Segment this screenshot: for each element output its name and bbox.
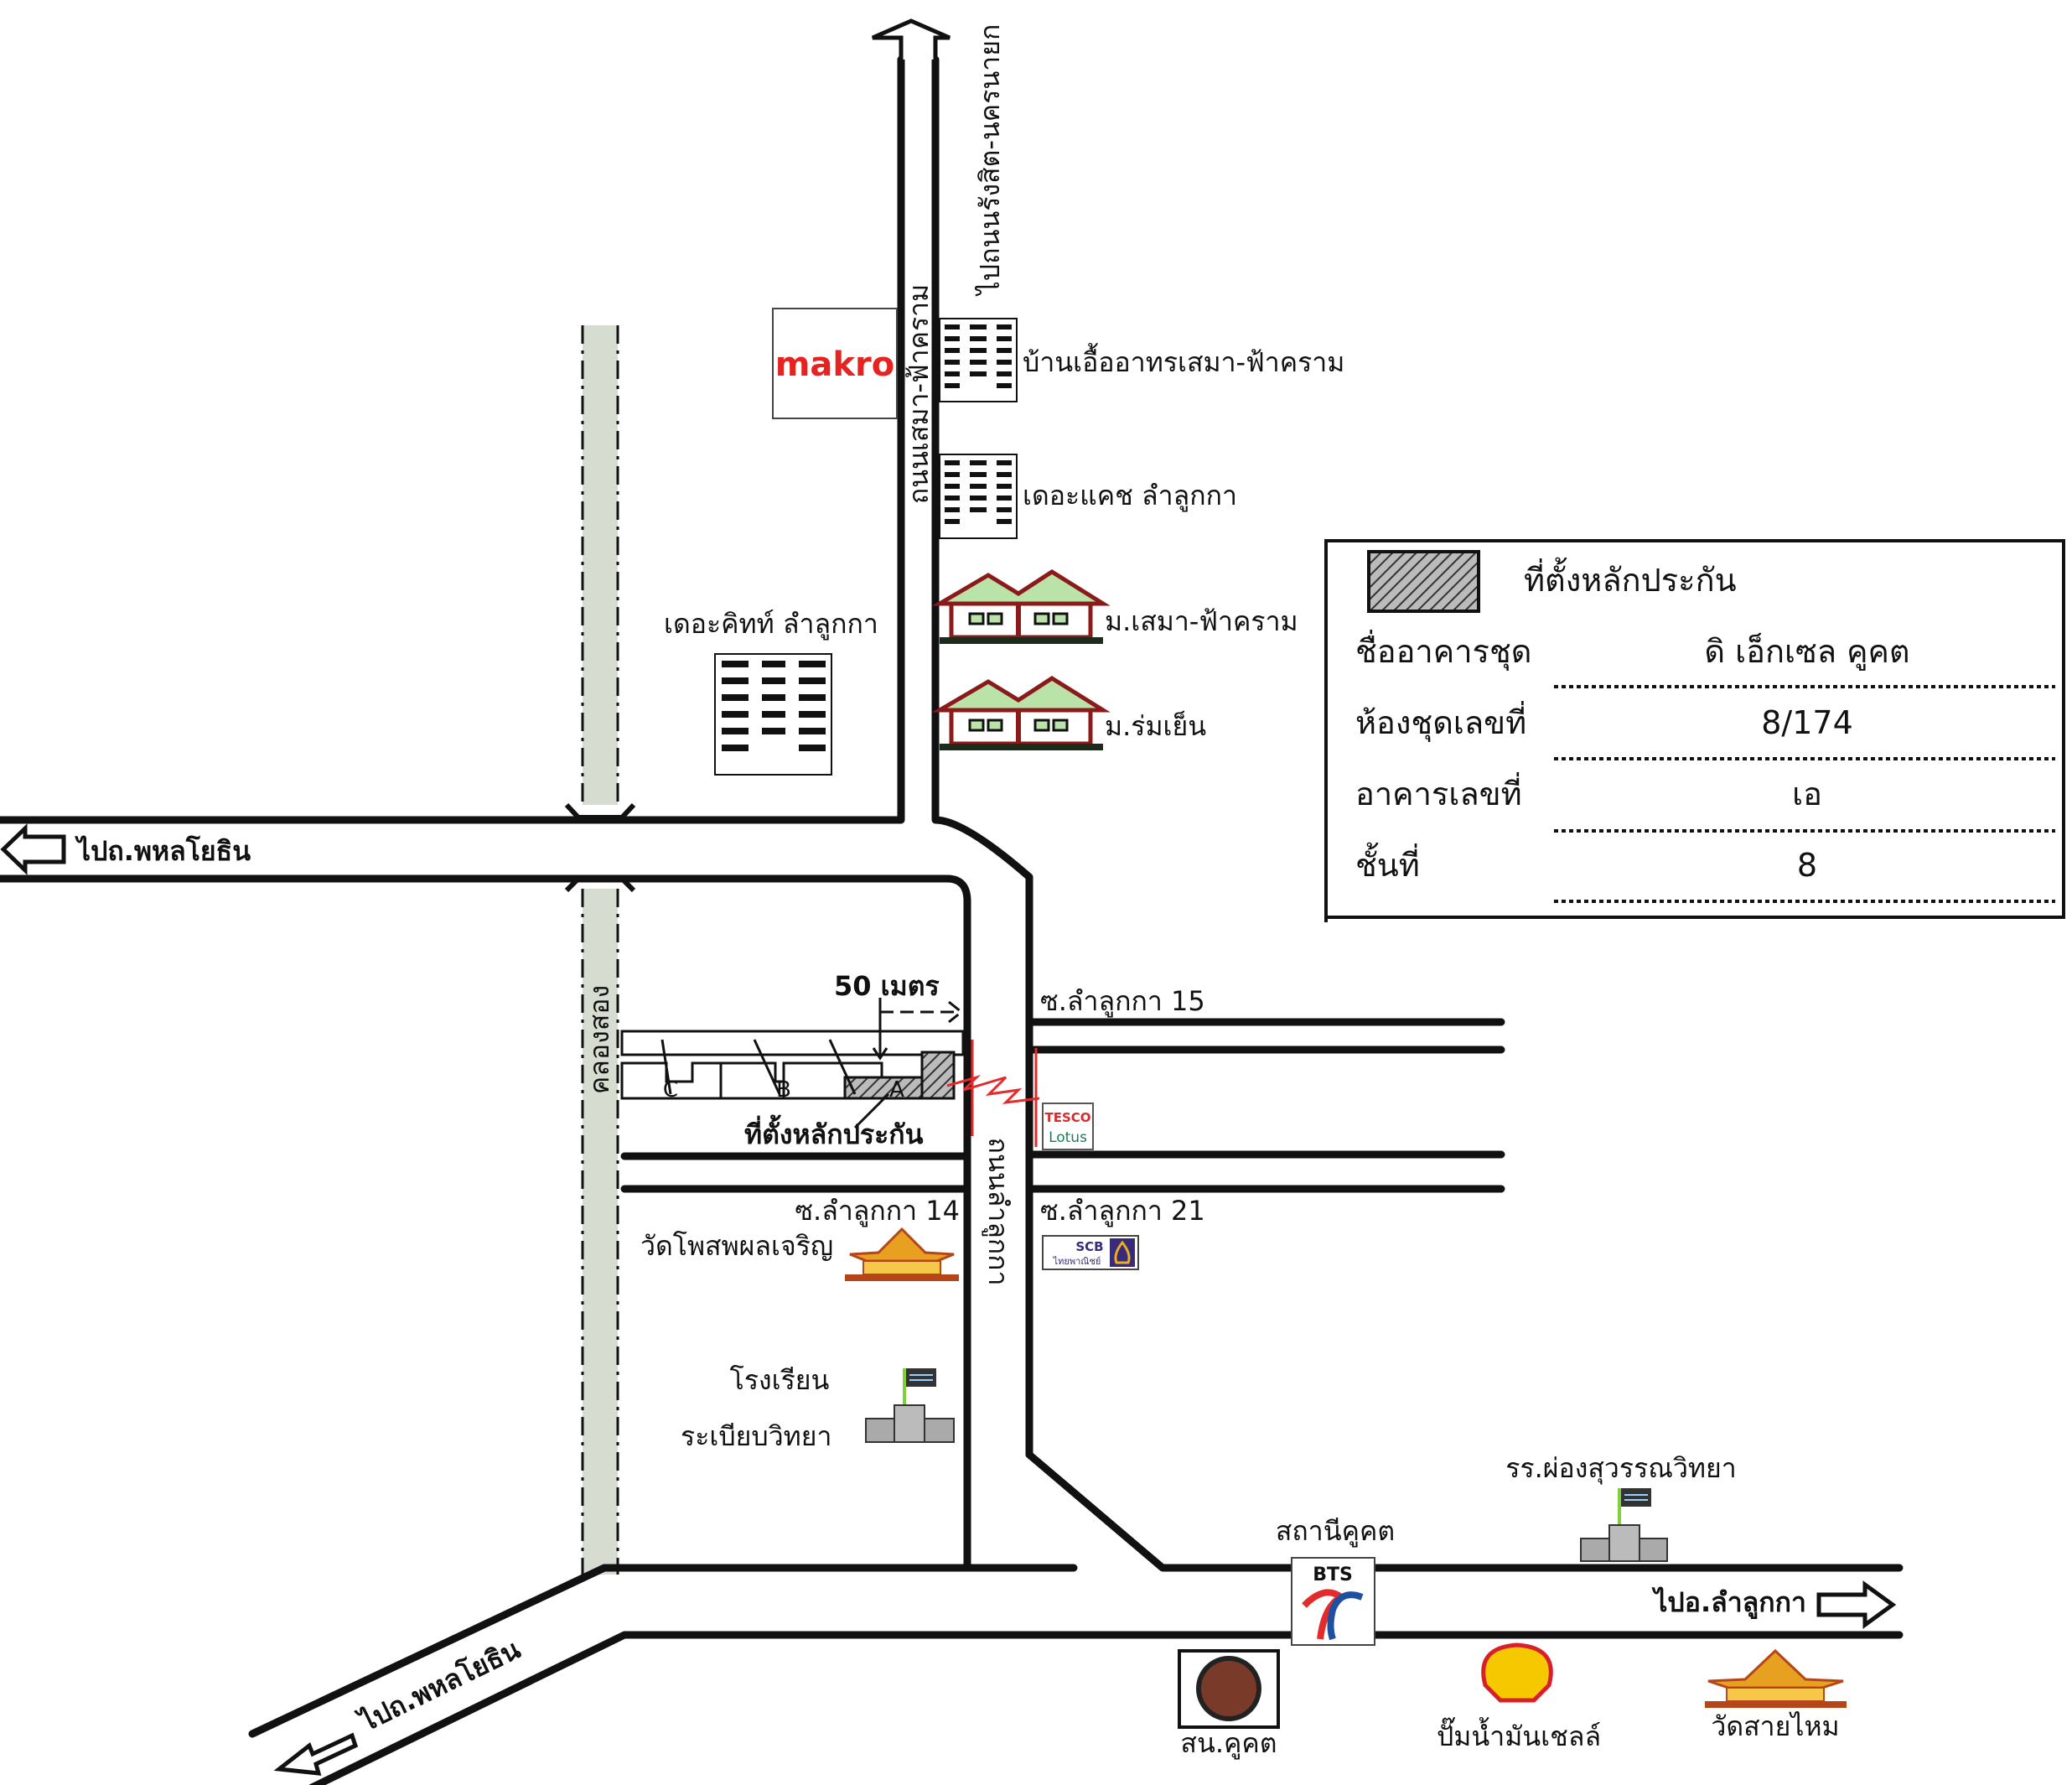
wat-saimai-label: วัดสายไหม bbox=[1711, 1710, 1839, 1742]
roads bbox=[0, 55, 1904, 1785]
the-kith-label: เดอะคิทท์ ลำลูกกา bbox=[664, 608, 878, 641]
legend-value-building-number: เอ bbox=[1792, 776, 1822, 812]
temple-icon bbox=[1705, 1648, 1847, 1708]
soi14-label: ซ.ลำลูกกา 14 bbox=[795, 1195, 960, 1227]
romyen-village-label: ม.ร่มเย็น bbox=[1105, 710, 1206, 742]
canal-label: คลองสอง bbox=[583, 985, 615, 1094]
legend-value-building-name: ดิ เอ็กเซล คูคต bbox=[1704, 632, 1909, 671]
school1-label-line2: ระเบียบวิทยา bbox=[681, 1420, 831, 1452]
police-label: สน.คูคต bbox=[1180, 1727, 1277, 1760]
condo-building-icon bbox=[714, 653, 832, 776]
the-cache-label: เดอะแคช ลำลูกกา bbox=[1023, 480, 1237, 512]
village-house-icon bbox=[931, 676, 1111, 750]
west-arrow-icon bbox=[0, 823, 66, 875]
makro-logo: makro bbox=[772, 308, 898, 419]
svg-text:ไทยพาณิชย์: ไทยพาณิชย์ bbox=[1053, 1256, 1101, 1267]
crossing-marker-icon bbox=[946, 1040, 1040, 1147]
distance-arrow-icon bbox=[880, 1000, 964, 1024]
school-icon bbox=[865, 1368, 955, 1443]
north-road-label: ถนนเสมา-ฟ้าคราม bbox=[903, 284, 935, 504]
village-house-icon bbox=[931, 569, 1111, 644]
baan-eua-arthorn-label: บ้านเอื้ออาทรเสมา-ฟ้าคราม bbox=[1023, 343, 1344, 378]
building-c-label: C bbox=[663, 1077, 678, 1103]
school1-label-line1: โรงเรียน bbox=[730, 1364, 830, 1396]
legend-label-unit-number: ห้องชุดเลขที่ bbox=[1355, 701, 1526, 742]
legend-box: ที่ตั้งหลักประกัน ชื่ออาคารชุด ดิ เอ็กเซ… bbox=[1324, 539, 2065, 922]
school2-label: รร.ผ่องสุวรรณวิทยา bbox=[1505, 1452, 1736, 1485]
east-arrow-icon bbox=[1816, 1580, 1897, 1629]
svg-text:TESCO: TESCO bbox=[1044, 1110, 1090, 1125]
condo-building-icon bbox=[939, 318, 1018, 402]
school-icon bbox=[1580, 1488, 1668, 1562]
temple-icon bbox=[845, 1227, 959, 1281]
svg-text:BTS: BTS bbox=[1313, 1564, 1353, 1585]
north-direction-label: ไปถนนรังสิต-นครนายก bbox=[974, 24, 1006, 298]
legend-value-unit-number: 8/174 bbox=[1761, 704, 1853, 741]
legend-label-building-name: ชื่ออาคารชุด bbox=[1355, 630, 1531, 671]
condo-complex: C B A bbox=[620, 998, 965, 1129]
sema-village-label: ม.เสมา-ฟ้าคราม bbox=[1105, 605, 1298, 637]
distance-label: 50 เมตร bbox=[834, 970, 940, 1002]
building-a-label: A bbox=[889, 1077, 904, 1103]
west-direction-label: ไปถ.พหลโยธิน bbox=[75, 835, 251, 867]
main-road-label: ถนนลำลูกกา bbox=[982, 1137, 1014, 1285]
canal: คลองสอง bbox=[564, 325, 636, 1575]
svg-text:Lotus: Lotus bbox=[1049, 1129, 1087, 1146]
legend-label-floor: ชั้นที่ bbox=[1355, 842, 1420, 884]
bts-station-label: สถานีคูคต bbox=[1276, 1515, 1395, 1548]
legend-swatch-label: ที่ตั้งหลักประกัน bbox=[1524, 557, 1737, 599]
svg-text:SCB: SCB bbox=[1075, 1239, 1103, 1254]
building-b-label: B bbox=[776, 1077, 791, 1103]
southwest-arrow-icon bbox=[273, 1732, 359, 1776]
north-arrow-icon bbox=[872, 18, 951, 60]
scb-bank-logo: SCB ไทยพาณิชย์ bbox=[1042, 1235, 1139, 1270]
condo-building-icon bbox=[939, 454, 1018, 539]
east-direction-label: ไปอ.ลำลูกกา bbox=[1651, 1586, 1806, 1620]
soi21-label: ซ.ลำลูกกา 21 bbox=[1040, 1195, 1205, 1227]
legend-value-floor: 8 bbox=[1797, 847, 1817, 884]
police-station-icon bbox=[1178, 1649, 1280, 1729]
legend-label-building-number: อาคารเลขที่ bbox=[1355, 772, 1522, 812]
bts-logo: BTS bbox=[1291, 1557, 1375, 1646]
wat-phosop-label: วัดโพสพผลเจริญ bbox=[640, 1230, 833, 1262]
tesco-lotus-logo: TESCO Lotus bbox=[1042, 1103, 1094, 1150]
svg-text:makro: makro bbox=[775, 345, 894, 384]
collateral-swatch-icon bbox=[1367, 550, 1480, 613]
collateral-location-label: ที่ตั้งหลักประกัน bbox=[744, 1114, 924, 1150]
shell-logo bbox=[1481, 1642, 1553, 1703]
soi15-label: ซ.ลำลูกกา 15 bbox=[1040, 985, 1205, 1018]
shell-label: ปั๊มน้ำมันเชลล์ bbox=[1437, 1717, 1601, 1752]
